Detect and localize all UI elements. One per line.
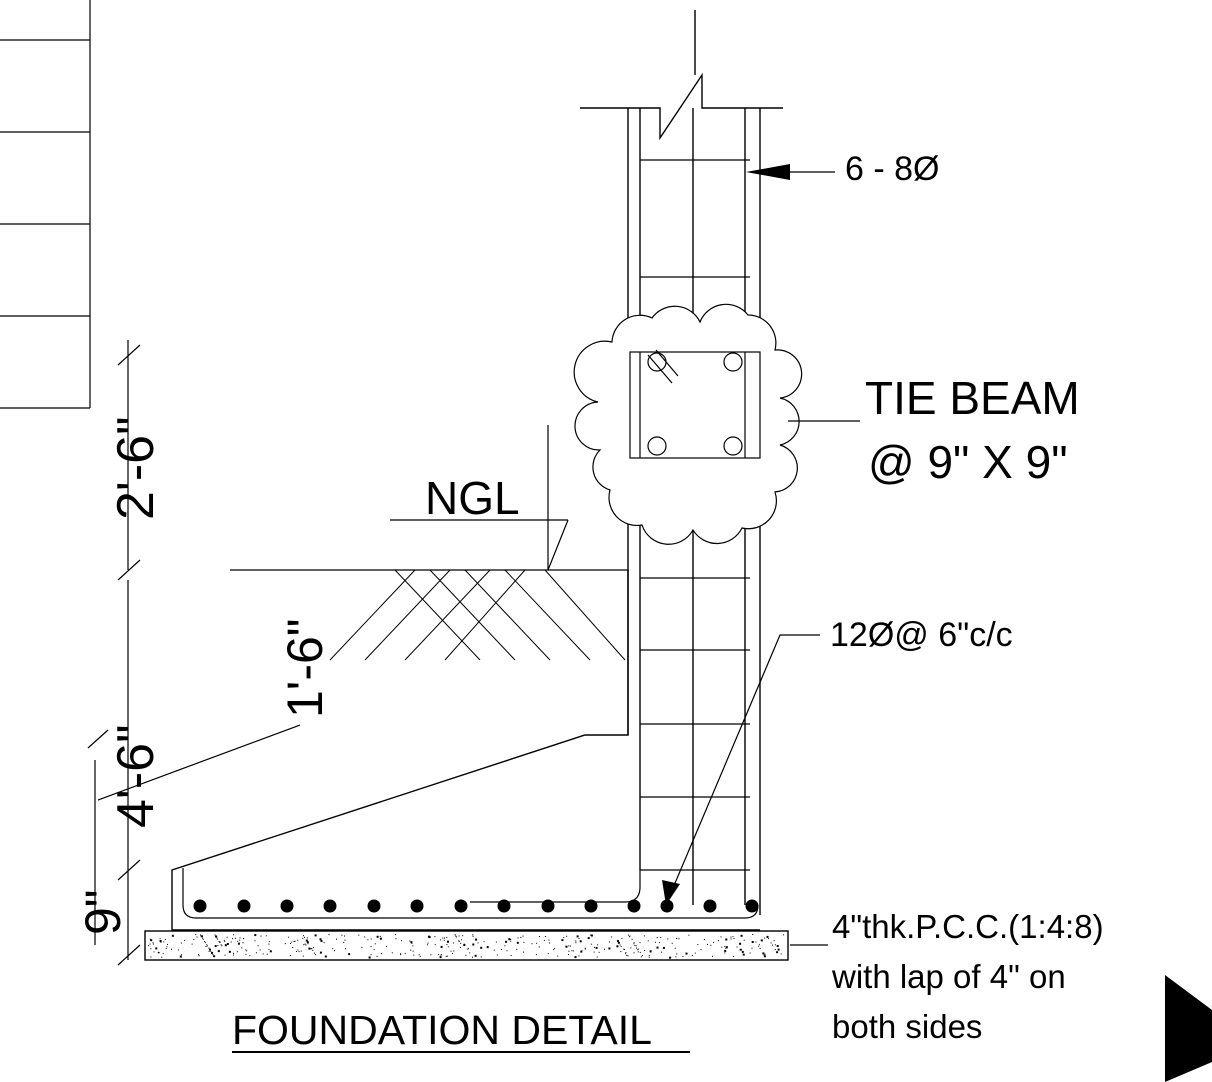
rebar-dot [584,899,598,913]
dim-above-ground: 2'-6" [107,416,165,520]
rebar-dot [410,899,424,913]
tie-beam-section [573,303,803,545]
bottom-bars-label: 12Ø@ 6"c/c [830,616,1013,654]
stirrup-arrow-head [662,880,680,905]
rebar-dot [541,899,555,913]
leader-lines [669,171,860,946]
rebar-dot [745,899,759,913]
pcc-label-line1: 4"thk.P.C.C.(1:4:8) [832,908,1104,945]
rebar-dot [193,899,207,913]
pcc-bed [144,930,789,961]
bar-dots [193,899,759,913]
pcc-speckle-pattern [148,934,785,959]
tie-beam-label: TIE BEAM [865,372,1080,424]
ground-level [230,425,628,571]
rebar-dot [454,899,468,913]
vertical-bars-label: 6 - 8Ø [845,150,939,188]
rebar-dot [323,899,337,913]
left-table-fragment [0,0,91,409]
tie-beam-size-label: @ 9" X 9" [868,436,1068,488]
footing-outline [171,570,760,931]
rebar-dot [237,899,251,913]
rebar-dot [627,899,641,913]
pcc-label-line3: both sides [832,1008,982,1045]
pcc-label-line2: with lap of 4" on [831,958,1066,995]
dim-footing-depth: 4'-6" [107,724,165,828]
bars-arrow-head [746,164,790,180]
dimension-lines [87,340,301,966]
dim-below-ground: 1'-6" [277,618,333,718]
ngl-label: NGL [425,472,520,524]
rebar-dot [367,899,381,913]
rebar-dot [703,899,717,913]
rebar-dot [660,899,674,913]
rebar-dot [497,899,511,913]
column-stirrups [640,159,750,871]
rebar-dot [280,899,294,913]
next-page-triangle [1165,975,1212,1082]
drawing-title: FOUNDATION DETAIL [232,1007,652,1053]
soil-hatch [329,569,626,661]
bottom-reinforcement [182,868,759,919]
dim-footing-thickness: 9" [75,889,131,935]
